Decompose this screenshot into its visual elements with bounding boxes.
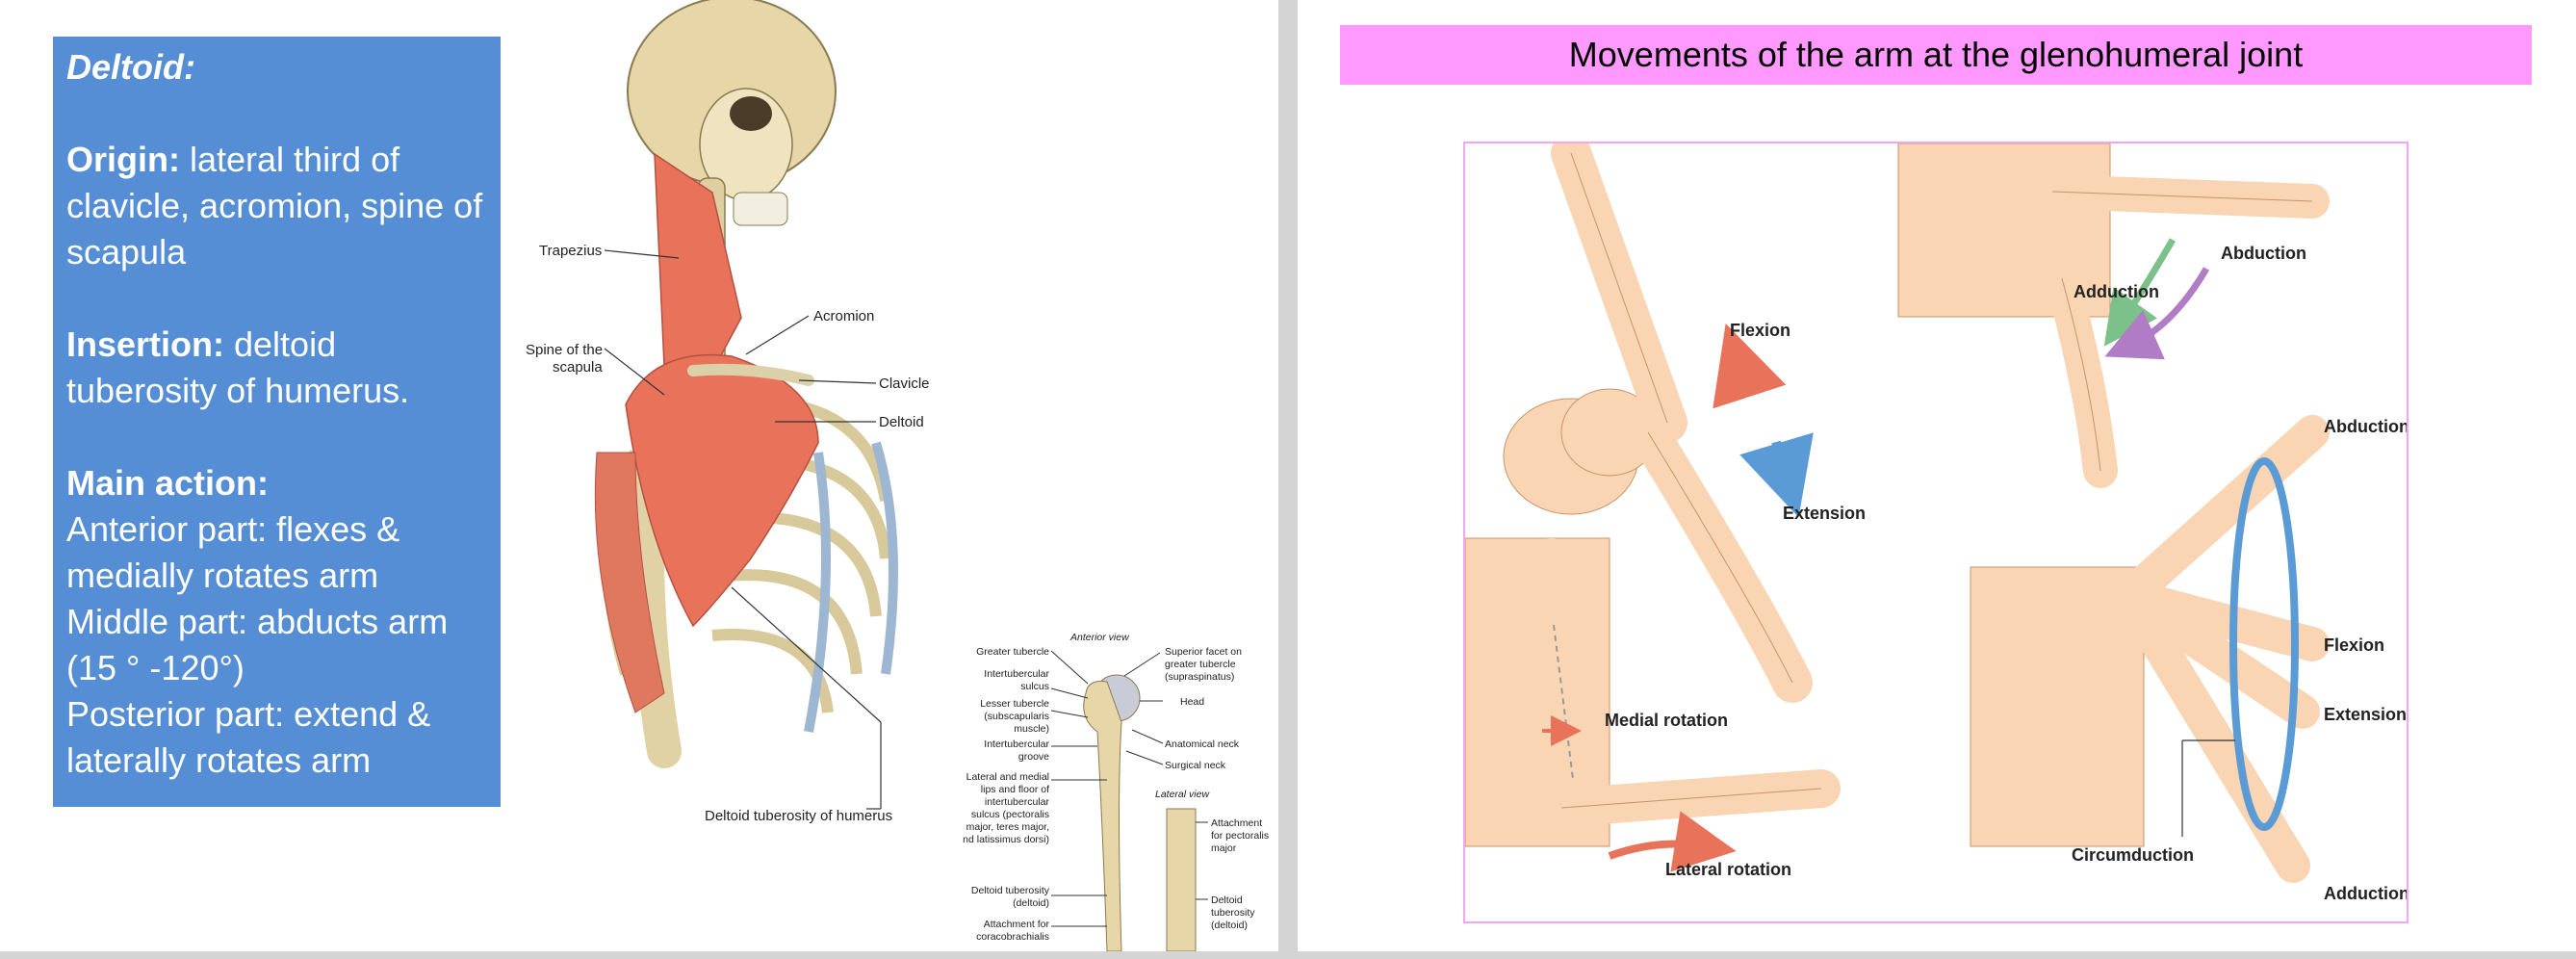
label-attach-coraco-1: Attachment for	[984, 919, 1050, 930]
label-acromion: Acromion	[813, 308, 874, 324]
label-lips-floor-5: major, teres major,	[966, 821, 1049, 833]
label-attach-pect-3: major	[1211, 842, 1237, 854]
deltoid-illustration: Trapezius Acromion Spine of the scapula …	[526, 0, 930, 824]
label-anterior-view: Anterior view	[1069, 632, 1130, 643]
deltoid-info-box: Deltoid: Origin: lateral third of clavic…	[53, 37, 501, 807]
label-deltoid-tub-ant-1: Deltoid tuberosity	[971, 885, 1050, 896]
label-flexion-right: Flexion	[2324, 635, 2384, 655]
label-superior-facet-1: Superior facet on	[1165, 646, 1242, 658]
label-adduction-top: Adduction	[2074, 282, 2159, 301]
right-slide: Movements of the arm at the glenohumeral…	[1298, 0, 2576, 951]
label-lips-floor-2: lips and floor of	[981, 784, 1049, 795]
humerus-illustration: Anterior view Lateral view Greater tuber…	[963, 632, 1269, 951]
label-lesser-tubercle-2: (subscapularis	[984, 711, 1049, 722]
label-circumduction: Circumduction	[2072, 845, 2194, 865]
label-head: Head	[1180, 696, 1204, 708]
insertion-paragraph: Insertion: deltoid tuberosity of humerus…	[66, 322, 487, 414]
label-lesser-tubercle-1: Lesser tubercle	[980, 698, 1049, 710]
label-medial-rotation: Medial rotation	[1605, 711, 1728, 730]
insertion-text: deltoid tuberosity of humerus.	[66, 324, 410, 410]
label-deltoid-tuberosity: Deltoid tuberosity of humerus	[705, 808, 892, 824]
label-superior-facet-3: (supraspinatus)	[1165, 671, 1234, 683]
insertion-label: Insertion:	[66, 324, 225, 364]
label-surgical-neck: Surgical neck	[1165, 760, 1226, 771]
label-lips-floor-4: sulcus (pectoralis	[971, 809, 1049, 820]
label-lips-floor-3: intertubercular	[985, 796, 1050, 808]
deltoid-muscle	[625, 353, 819, 628]
movements-illustration: Flexion Extension Abduction Adduction Ab…	[1464, 133, 2409, 903]
label-spine-2: scapula	[553, 359, 603, 376]
trapezius-muscle	[654, 152, 742, 381]
origin-paragraph: Origin: lateral third of clavicle, acrom…	[66, 137, 487, 275]
circumduction-figure	[1970, 415, 2330, 883]
label-intertubercular-sulcus-2: sulcus	[1020, 681, 1049, 692]
muscle-title: Deltoid:	[66, 47, 195, 87]
label-lips-floor-6: and latissimus dorsi)	[963, 834, 1049, 845]
action-label: Main action:	[66, 463, 270, 503]
flexion-extension-figure	[1503, 133, 1814, 703]
origin-text: lateral third of clavicle, acromion, spi…	[66, 140, 483, 272]
label-attach-pect-1: Attachment	[1211, 817, 1262, 829]
label-adduction-bottom: Adduction	[2324, 884, 2407, 903]
label-deltoid-tub-ant-2: (deltoid)	[1013, 897, 1049, 909]
label-deltoid: Deltoid	[879, 414, 924, 430]
action-line-middle: Middle part: abducts arm (15 ° -120°)	[66, 602, 449, 687]
label-lateral-view: Lateral view	[1155, 789, 1210, 800]
label-flexion: Flexion	[1730, 321, 1790, 340]
abduction-adduction-figure	[1897, 143, 2330, 488]
label-clavicle: Clavicle	[879, 376, 930, 392]
left-slide: Deltoid: Origin: lateral third of clavic…	[0, 0, 1278, 951]
label-trapezius: Trapezius	[539, 243, 602, 259]
label-lateral-rotation: Lateral rotation	[1665, 860, 1791, 879]
label-intertubercular-groove-1: Intertubercular	[984, 739, 1049, 750]
rotation-figure	[1464, 537, 1841, 872]
label-lips-floor-1: Lateral and medial	[966, 771, 1049, 783]
label-greater-tubercle: Greater tubercle	[976, 646, 1049, 658]
label-lesser-tubercle-3: muscle)	[1014, 723, 1049, 735]
label-abduction-top: Abduction	[2221, 244, 2306, 263]
label-deltoid-tub-lat-2: tuberosity	[1211, 907, 1255, 919]
label-superior-facet-2: greater tubercle	[1165, 659, 1236, 670]
label-anatomical-neck: Anatomical neck	[1165, 739, 1240, 750]
slide-title: Movements of the arm at the glenohumeral…	[1340, 25, 2532, 85]
label-spine-1: Spine of the	[526, 342, 603, 358]
label-intertubercular-groove-2: groove	[1018, 751, 1049, 763]
label-extension-right: Extension	[2324, 705, 2407, 724]
action-line-posterior: Posterior part: extend & laterally rotat…	[66, 694, 431, 780]
label-attach-pect-2: for pectoralis	[1211, 830, 1269, 842]
action-line-anterior: Anterior part: flexes & medially rotates…	[66, 509, 400, 595]
label-attach-coraco-2: coracobrachialis	[976, 931, 1049, 943]
label-deltoid-tub-lat-1: Deltoid	[1211, 894, 1243, 906]
label-intertubercular-sulcus-1: Intertubercular	[984, 668, 1049, 680]
movements-figure: Flexion Extension Abduction Adduction Ab…	[1463, 133, 2409, 923]
label-deltoid-tub-lat-3: (deltoid)	[1211, 920, 1248, 931]
label-extension: Extension	[1783, 504, 1866, 523]
origin-label: Origin:	[66, 140, 180, 179]
label-abduction-right: Abduction	[2324, 417, 2407, 436]
